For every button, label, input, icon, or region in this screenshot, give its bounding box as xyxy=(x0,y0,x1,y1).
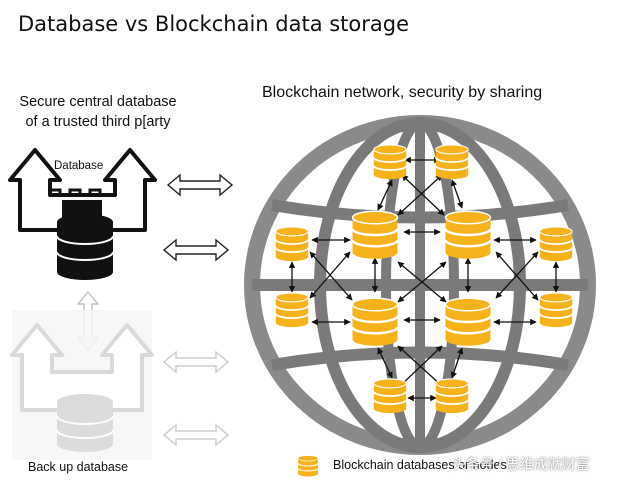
blockchain-caption: Blockchain network, security by sharing xyxy=(262,84,543,101)
node-icon xyxy=(372,377,408,415)
backup-database-label: Back up database xyxy=(28,460,129,474)
central-database-caption: Secure central database of a trusted thi… xyxy=(0,92,196,132)
legend-label: Blockchain databases or nodes xyxy=(333,458,507,472)
watermark: 头条号 / 思维成就财富 xyxy=(452,456,590,472)
node-icon xyxy=(351,297,399,347)
node-icon xyxy=(538,291,574,329)
double-arrow-icon xyxy=(163,351,229,373)
backup-castle-icon xyxy=(10,310,154,460)
double-arrow-icon xyxy=(167,174,233,196)
node-icon xyxy=(274,291,310,329)
node-icon xyxy=(434,143,470,181)
node-icon xyxy=(444,210,492,260)
caption-line-2: of a trusted third p[arty xyxy=(25,114,171,130)
node-icon xyxy=(538,225,574,263)
caption-line-1: Secure central database xyxy=(19,94,177,110)
node-icon xyxy=(444,297,492,347)
database-icon xyxy=(56,214,114,280)
node-icon xyxy=(274,225,310,263)
node-icon xyxy=(434,377,470,415)
page-title: Database vs Blockchain data storage xyxy=(18,12,410,36)
node-connections xyxy=(288,156,560,402)
node-icon xyxy=(351,210,399,260)
double-arrow-icon xyxy=(163,239,229,261)
database-label: Database xyxy=(54,160,104,172)
legend-node-icon xyxy=(297,454,319,478)
node-icon xyxy=(372,143,408,181)
double-arrow-icon xyxy=(163,424,229,446)
